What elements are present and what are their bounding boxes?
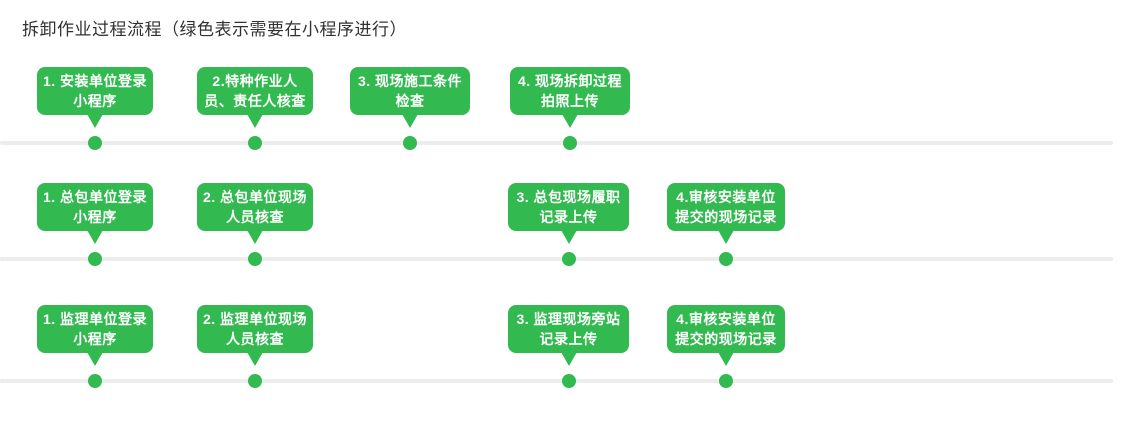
step-label-line2: 提交的现场记录 bbox=[675, 331, 777, 347]
step-label-line2: 人员核查 bbox=[226, 209, 284, 225]
step-label-line2: 人员核查 bbox=[226, 331, 284, 347]
step-label-line1: 4.审核安装单位 bbox=[676, 189, 776, 205]
bubble-pointer bbox=[718, 230, 734, 244]
timeline-dot bbox=[88, 136, 102, 150]
bubble-pointer bbox=[402, 114, 418, 128]
bubble-pointer bbox=[87, 352, 103, 366]
step-label-line2: 小程序 bbox=[73, 331, 117, 347]
bubble-pointer bbox=[247, 352, 263, 366]
timeline-dot bbox=[248, 136, 262, 150]
step-bubble: 4.审核安装单位 提交的现场记录 bbox=[667, 183, 785, 231]
bubble-pointer bbox=[87, 114, 103, 128]
bubble-pointer bbox=[247, 114, 263, 128]
flow-node-row3-step2: 2. 监理单位现场 人员核查 bbox=[197, 305, 313, 388]
step-label-line1: 3. 总包现场履职 bbox=[516, 189, 621, 205]
timeline-dot bbox=[719, 374, 733, 388]
step-bubble: 4.审核安装单位 提交的现场记录 bbox=[667, 305, 785, 353]
step-bubble: 3. 监理现场旁站 记录上传 bbox=[508, 305, 629, 353]
bubble-pointer bbox=[718, 352, 734, 366]
step-label-line2: 检查 bbox=[395, 93, 425, 109]
bubble-pointer bbox=[87, 230, 103, 244]
bubble-pointer bbox=[247, 230, 263, 244]
flow-node-row3-step1: 1. 监理单位登录 小程序 bbox=[37, 305, 153, 388]
bubble-pointer bbox=[560, 230, 577, 244]
step-bubble: 3. 现场施工条件 检查 bbox=[350, 67, 470, 115]
step-label-line1: 3. 监理现场旁站 bbox=[516, 311, 621, 327]
flow-node-row3-step4: 4.审核安装单位 提交的现场记录 bbox=[667, 305, 785, 388]
flow-node-row2-step4: 4.审核安装单位 提交的现场记录 bbox=[667, 183, 785, 266]
step-label-line1: 4. 现场拆卸过程 bbox=[517, 73, 623, 89]
timeline-row3 bbox=[0, 379, 1113, 383]
timeline-dot bbox=[563, 136, 577, 150]
step-bubble: 1. 安装单位登录 小程序 bbox=[37, 67, 153, 115]
step-label-line2: 员、责任人核查 bbox=[204, 93, 306, 109]
flow-node-row3-step3: 3. 监理现场旁站 记录上传 bbox=[508, 305, 629, 388]
flow-node-row1-step4: 4. 现场拆卸过程 拍照上传 bbox=[510, 67, 630, 150]
timeline-dot bbox=[248, 252, 262, 266]
step-label-line2: 小程序 bbox=[73, 209, 117, 225]
timeline-dot bbox=[88, 252, 102, 266]
step-bubble: 1. 监理单位登录 小程序 bbox=[37, 305, 153, 353]
timeline-dot bbox=[248, 374, 262, 388]
flow-node-row2-step1: 1. 总包单位登录 小程序 bbox=[37, 183, 153, 266]
step-label-line1: 2.特种作业人 bbox=[212, 73, 298, 89]
step-label-line1: 4.审核安装单位 bbox=[676, 311, 776, 327]
timeline-dot bbox=[403, 136, 417, 150]
bubble-pointer bbox=[562, 114, 578, 128]
timeline-row1 bbox=[0, 141, 1113, 145]
step-label-line1: 2. 监理单位现场 bbox=[202, 311, 308, 327]
step-bubble: 2.特种作业人 员、责任人核查 bbox=[197, 67, 313, 115]
step-bubble: 4. 现场拆卸过程 拍照上传 bbox=[510, 67, 630, 115]
flow-node-row1-step3: 3. 现场施工条件 检查 bbox=[350, 67, 470, 150]
page-title: 拆卸作业过程流程（绿色表示需要在小程序进行） bbox=[22, 20, 407, 39]
step-bubble: 2. 监理单位现场 人员核查 bbox=[197, 305, 313, 353]
step-bubble: 2. 总包单位现场 人员核查 bbox=[197, 183, 313, 231]
flow-node-row1-step1: 1. 安装单位登录 小程序 bbox=[37, 67, 153, 150]
step-label-line1: 2. 总包单位现场 bbox=[202, 189, 308, 205]
timeline-dot bbox=[561, 252, 576, 266]
step-label-line2: 提交的现场记录 bbox=[675, 209, 777, 225]
flow-node-row1-step2: 2.特种作业人 员、责任人核查 bbox=[197, 67, 313, 150]
timeline-dot bbox=[88, 374, 102, 388]
timeline-dot bbox=[561, 374, 576, 388]
flow-node-row2-step3: 3. 总包现场履职 记录上传 bbox=[508, 183, 629, 266]
timeline-dot bbox=[719, 252, 733, 266]
step-bubble: 3. 总包现场履职 记录上传 bbox=[508, 183, 629, 231]
timeline-row2 bbox=[0, 257, 1113, 261]
step-label-line2: 记录上传 bbox=[539, 331, 598, 347]
step-label-line1: 1. 总包单位登录 bbox=[42, 189, 148, 205]
step-label-line2: 记录上传 bbox=[539, 209, 598, 225]
bubble-pointer bbox=[560, 352, 577, 366]
step-label-line2: 小程序 bbox=[73, 93, 117, 109]
step-label-line1: 3. 现场施工条件 bbox=[357, 73, 463, 89]
step-label-line1: 1. 监理单位登录 bbox=[42, 311, 148, 327]
step-label-line1: 1. 安装单位登录 bbox=[42, 73, 148, 89]
step-bubble: 1. 总包单位登录 小程序 bbox=[37, 183, 153, 231]
step-label-line2: 拍照上传 bbox=[541, 93, 599, 109]
flow-node-row2-step2: 2. 总包单位现场 人员核查 bbox=[197, 183, 313, 266]
